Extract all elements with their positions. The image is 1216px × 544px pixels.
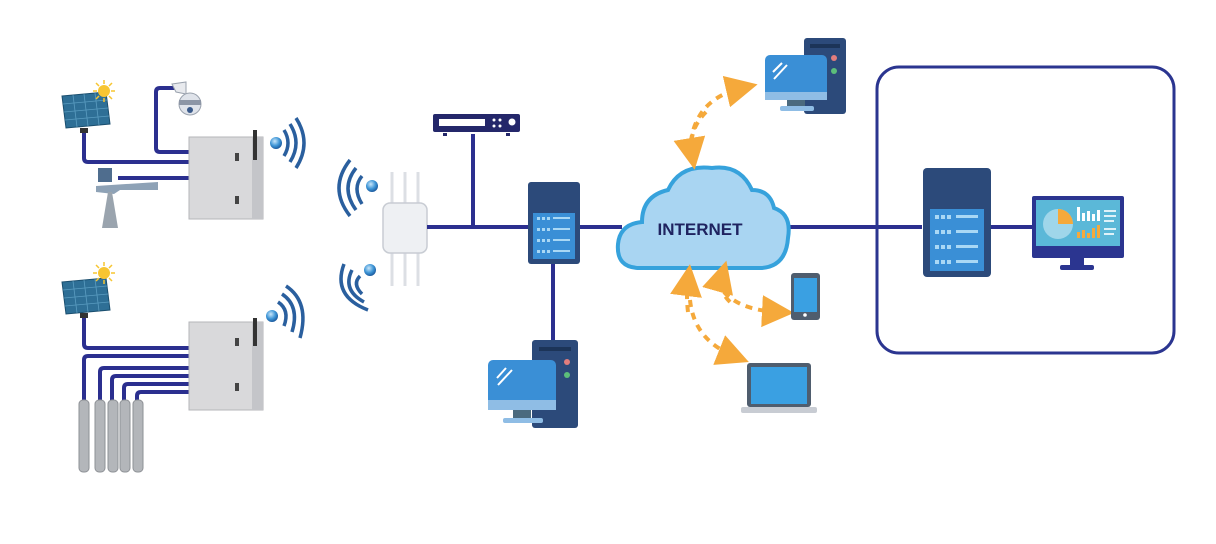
arrow-to-cloud xyxy=(673,110,708,170)
ap-wifi-signal-icon xyxy=(337,158,378,218)
recorder-icon xyxy=(433,114,520,136)
solar-panel-icon xyxy=(61,277,111,318)
laptop-icon xyxy=(741,363,817,413)
internet-cloud: INTERNET xyxy=(615,165,791,270)
solar-panel-icon xyxy=(61,91,111,133)
local-server-icon xyxy=(528,182,580,264)
smartphone-icon xyxy=(791,273,820,320)
sun-icon xyxy=(93,80,115,102)
sun-icon xyxy=(93,262,115,284)
arrow-to-remote-pc xyxy=(688,76,758,156)
dashboard-monitor-icon xyxy=(1032,196,1124,270)
central-server-icon xyxy=(923,168,991,277)
wifi-signal-icon xyxy=(266,284,305,339)
ap-wifi-signal-icon xyxy=(339,263,376,312)
probe-icon xyxy=(132,399,144,473)
arrow-to-laptop xyxy=(688,299,749,365)
probe-icon xyxy=(94,399,106,473)
antenna-icon xyxy=(253,130,257,160)
cloud-label: INTERNET xyxy=(658,220,744,239)
remote-workstation-icon xyxy=(765,38,846,114)
bar-chart-icon xyxy=(1077,207,1100,221)
radar-sensor-icon xyxy=(96,168,158,228)
arrow-to-cloud xyxy=(702,260,733,304)
wireless-access-point-icon xyxy=(382,172,428,286)
field-site-2-cables xyxy=(82,316,190,402)
antenna-icon xyxy=(253,318,257,346)
dome-camera-icon xyxy=(171,81,202,116)
arrow-to-cloud xyxy=(670,264,702,313)
field-cabinet-2 xyxy=(188,318,264,411)
lan-links xyxy=(427,134,1032,340)
probe-icon xyxy=(119,399,131,473)
control-center-enclosure xyxy=(875,65,1176,355)
arrow-to-phone xyxy=(722,290,794,328)
probe-sensors xyxy=(78,399,144,473)
probe-icon xyxy=(107,399,119,473)
local-workstation-icon xyxy=(488,340,578,428)
field-cabinet-1 xyxy=(188,130,264,220)
field-site-1-cables xyxy=(82,86,190,180)
wifi-signal-icon xyxy=(270,117,306,169)
probe-icon xyxy=(78,399,90,473)
internet-connection-arrows xyxy=(670,76,794,365)
